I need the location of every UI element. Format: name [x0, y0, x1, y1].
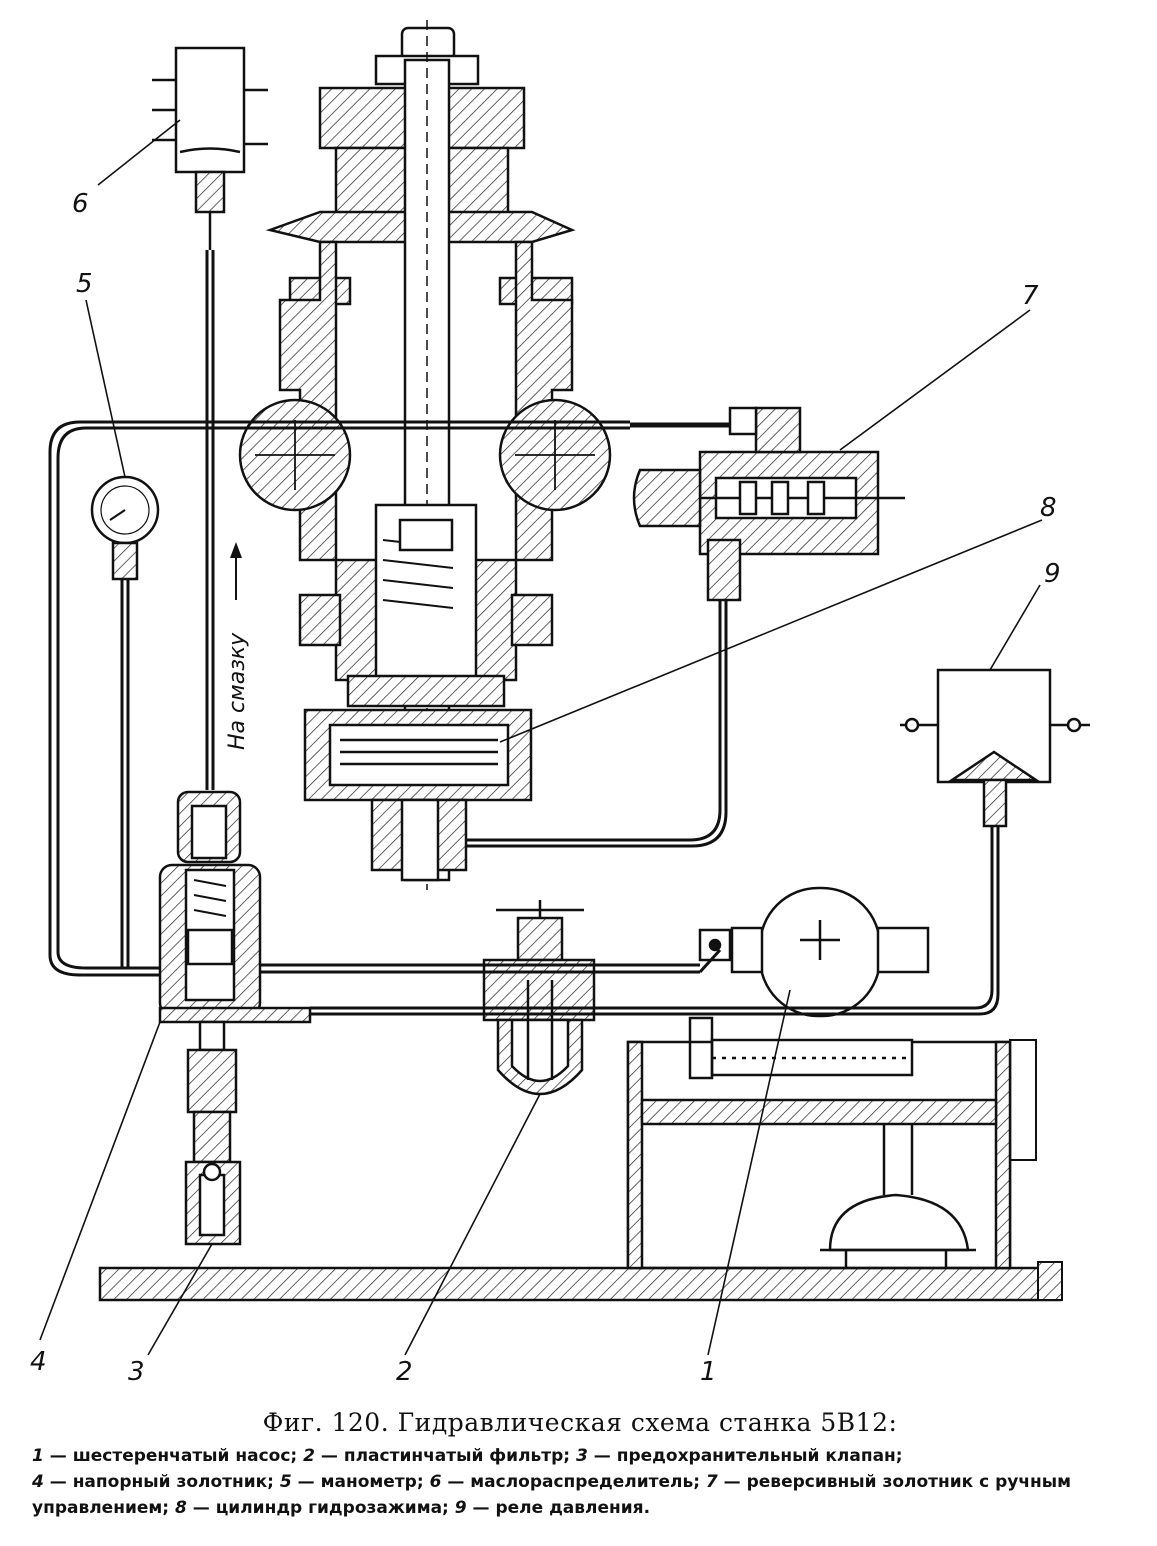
pipelines [48, 250, 1000, 1016]
legend-item-2: 2 — пластинчатый фильтр; [303, 1446, 571, 1466]
clamp-cylinder [303, 708, 533, 882]
legend-item-8: 8 — цилиндр гидрозажима; [175, 1498, 449, 1518]
reversing-slide-valve [632, 406, 905, 602]
figure-caption: Фиг. 120. Гидравлическая схема станка 5В… [20, 1408, 1140, 1521]
label-5: 5 [76, 269, 93, 299]
label-1: 1 [700, 1357, 717, 1387]
pressure-relay [900, 668, 1090, 828]
pressure-gauge [90, 475, 160, 581]
machine-base [98, 1261, 1063, 1302]
label-3: 3 [128, 1357, 145, 1387]
legend-item-1: 1 — шестеренчатый насос; [32, 1446, 298, 1466]
pressure-slide-valve [158, 790, 312, 1024]
legend-item-6: 6 — маслораспределитель; [429, 1472, 700, 1492]
label-2: 2 [396, 1357, 413, 1387]
relief-valve [184, 1020, 242, 1246]
leader-lines [39, 119, 1043, 1356]
legend-item-9: 9 — реле давления. [454, 1498, 651, 1518]
figure-legend: 1 — шестеренчатый насос; 2 — пластинчаты… [20, 1443, 1140, 1521]
label-6: 6 [72, 189, 89, 219]
legend-item-7: 7 — реверсивный золотник с ручным управл… [32, 1472, 1072, 1518]
legend-item-4: 4 — напорный золотник; [32, 1472, 274, 1492]
hydraulic-scheme-drawing: На смазку 6 5 7 8 9 4 3 2 1 [30, 20, 1090, 1387]
legend-item-3: 3 — предохранительный клапан; [576, 1446, 903, 1466]
label-8: 8 [1040, 493, 1057, 523]
lubrication-flow-arrow: На смазку [225, 542, 250, 750]
legend-item-5: 5 — манометр; [279, 1472, 424, 1492]
plate-filter [482, 900, 596, 1096]
spindle-assembly [238, 20, 612, 890]
lubrication-annotation: На смазку [225, 632, 250, 750]
motor-stand [626, 1016, 1037, 1270]
oil-distributor [152, 46, 268, 250]
gear-pump-motor [698, 886, 930, 1018]
label-9: 9 [1044, 559, 1061, 589]
part-labels: 6 5 7 8 9 4 3 2 1 [30, 189, 1061, 1387]
label-7: 7 [1022, 281, 1039, 311]
figure-title: Фиг. 120. Гидравлическая схема станка 5В… [262, 1408, 898, 1437]
label-4: 4 [30, 1347, 47, 1377]
